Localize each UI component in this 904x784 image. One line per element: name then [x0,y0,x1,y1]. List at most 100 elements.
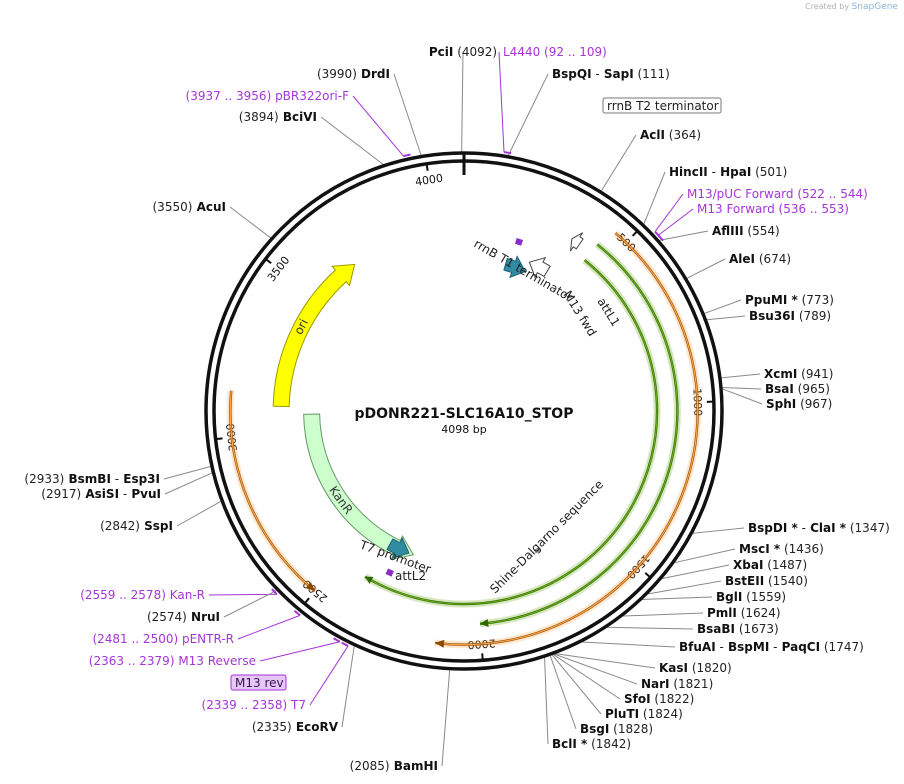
site-label-name: L4440 [503,45,540,59]
site-label: (3937 .. 3956) pBR322ori-F [186,89,350,103]
site-xbai: XbaI (1487) [733,558,807,572]
site-label-sep: - [716,640,724,654]
site-marks [271,151,664,647]
rrnb-t2-box [602,97,722,114]
site-label-num: (2933) [24,472,64,486]
site-label: BsgI (1828) [580,722,653,736]
site-label-name: SphI [766,397,796,411]
site-label-range: (2481 .. 2500) [92,632,178,646]
site-label: BspQI - SapI (111) [552,67,670,81]
site-label-name2: Esp3I [119,472,160,486]
site-label: BsaBI (1673) [697,622,779,636]
site-label-num: (2917) [41,487,81,501]
site-label-name: BsaBI [697,622,735,636]
site-kan-r: (2559 .. 2578) Kan-R [80,588,205,602]
rrnb-t1-label: rrnB T1 terminator [472,236,576,304]
site-kasi: KasI (1820) [659,661,732,675]
leader-line [720,386,762,390]
tick-label: 3500 [265,254,292,284]
leader-lines [163,51,763,767]
site-label-num: (2085) [350,759,390,773]
site-label: BspDI * - ClaI * (1347) [748,521,890,535]
site-label-name: NarI [641,677,670,691]
leader-line [309,645,349,706]
site-m13-reverse: (2363 .. 2379) M13 Reverse [89,654,256,668]
plasmid-name: pDONR221-SLC16A10_STOP [355,406,574,422]
site-ppumi: PpuMI * (773) [745,293,834,307]
site-afliii: AflIII (554) [712,224,780,238]
site-label-num: (1436) [780,542,824,556]
site-label-name2: ClaI * [806,521,847,535]
leader-line [705,315,746,321]
site-label-num: (2842) [100,519,140,533]
site-label-name: XcmI [764,367,797,381]
site-bsgi: BsgI (1828) [580,722,653,736]
site-label-name: Kan-R [166,588,205,602]
site-label-sep: - [708,165,716,179]
leader-line [507,73,549,157]
site-label-name2: BspMI [724,640,769,654]
site-label-sep2: - [769,640,777,654]
site-label-num: (1673) [735,622,779,636]
site-labels: PciI (4092) L4440 (92 .. 109) BspQI - SapI… [24,45,889,773]
tick-mark [481,653,484,661]
site-label: PciI (4092) [429,45,497,59]
site-label: M13/pUC Forward (522 .. 544) [687,187,868,201]
site-label: NarI (1821) [641,677,713,691]
site-label-name: HincII [669,165,708,179]
site-label-num: (1828) [609,722,653,736]
site-acui: (3550) AcuI [153,200,227,214]
site-alei: AleI (674) [729,252,791,266]
m13-rev-box [230,674,287,691]
snapgene-credit: Created by SnapGene [805,2,898,12]
site-label-num: (3550) [153,200,193,214]
site-label: BfuAI - BspMI - PaqCI (1747) [679,640,864,654]
site-bamhi: (2085) BamHI [350,759,438,773]
shine-dalgarno-label: Shine-Dalgarno sequence [487,477,606,596]
site-label-num: (773) [798,293,834,307]
site-bsu36i: Bsu36I (789) [749,309,831,323]
site-label-name: BclI * [552,737,588,751]
site-label-num: (674) [755,252,791,266]
leader-line [320,116,385,166]
leader-line [551,653,621,700]
tick-mark [264,258,272,264]
site-label-name: AcuI [192,200,226,214]
leader-line [600,134,637,193]
site-m13-forward: M13 Forward (536 .. 553) [697,202,849,216]
leader-line [620,612,704,617]
leader-line [659,564,730,580]
site-label-num: (3990) [317,67,357,81]
site-label-num: (941) [797,367,833,381]
site-label: (2481 .. 2500) pENTR-R [92,632,234,646]
site-label-name2: PvuI [127,487,161,501]
leader-line [208,593,277,596]
tick-mark [644,572,652,579]
leader-line [720,387,763,405]
site-bspdi: BspDI * - ClaI * (1347) [748,521,890,535]
site-l4440: L4440 (92 .. 109) [503,45,607,59]
site-bsteii: BstEII (1540) [725,574,808,588]
credit-brand: SnapGene [851,2,898,12]
site-label-num: (1824) [639,707,683,721]
site-pentr-r: (2481 .. 2500) pENTR-R [92,632,234,646]
site-acli: AclI (364) [640,128,701,142]
orf-arc-core [479,243,678,625]
leader-line [461,51,464,154]
site-label-num: (364) [665,128,701,142]
leader-line [640,596,713,601]
site-bgli: BglI (1559) [716,590,786,604]
leader-line [657,230,709,242]
site-sfoi: SfoI (1822) [624,692,694,706]
site-label-num: (501) [751,165,787,179]
primer-mark [657,234,664,242]
leader-line [552,652,638,685]
leader-line [672,548,736,564]
site-label-name: KasI [659,661,688,675]
leader-line [702,299,742,315]
site-label-name: AleI [729,252,755,266]
plasmid-size: 4098 bp [441,423,486,436]
site-label-name: PpuMI * [745,293,799,307]
leader-line [645,580,722,595]
primer-mark [341,641,349,647]
